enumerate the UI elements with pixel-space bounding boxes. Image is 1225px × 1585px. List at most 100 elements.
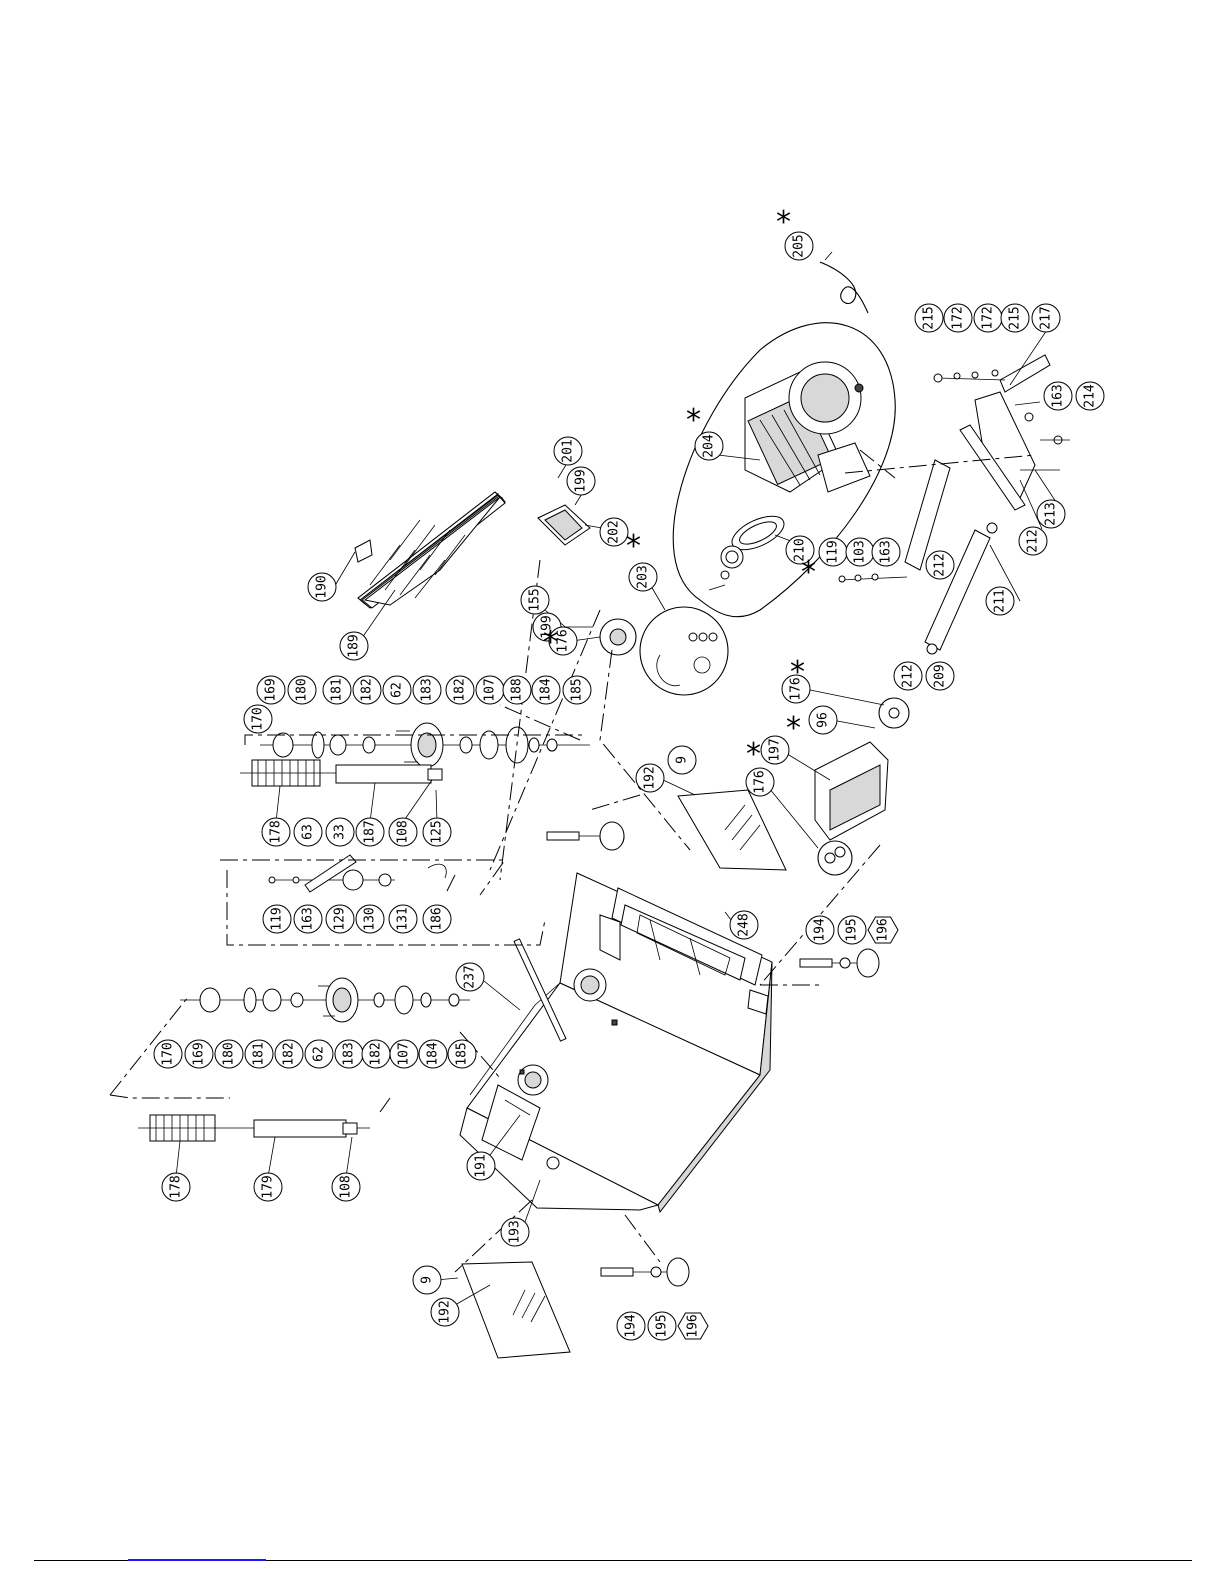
switch-parts	[537, 504, 729, 696]
callout-circle-shape	[500, 1217, 530, 1247]
power-cord	[819, 251, 869, 314]
bottom-cover-192	[461, 1261, 571, 1359]
callout-circle-shape	[466, 1151, 496, 1181]
callout-182: 182	[274, 1039, 304, 1069]
callout-label: 155	[528, 588, 543, 611]
callout-label: 201	[561, 439, 576, 462]
callout-213: 213	[1036, 499, 1066, 529]
callout-circle-shape	[355, 904, 385, 934]
callout-185: 185	[447, 1039, 477, 1069]
callout-label: 213	[1044, 502, 1059, 525]
callout-circle-shape	[694, 431, 724, 461]
callout-label: 237	[463, 965, 478, 988]
callout-circle-shape	[389, 1039, 419, 1069]
callout-label: 202	[607, 520, 622, 543]
callout-191: 191	[466, 1151, 496, 1181]
callout-circle-shape	[339, 631, 369, 661]
callout-196: 196	[867, 916, 899, 944]
callout-label: 194	[624, 1314, 639, 1338]
callout-label: 129	[333, 907, 348, 930]
upper-spindle-row	[260, 722, 590, 768]
callout-label: 189	[347, 634, 362, 657]
callout-label: 211	[993, 589, 1008, 612]
callout-180: 180	[287, 675, 317, 705]
callout-circle-shape	[553, 436, 583, 466]
callout-label: 107	[483, 678, 498, 701]
callout-circle-shape	[214, 1039, 244, 1069]
callout-circle-shape	[985, 586, 1015, 616]
callout-label: 185	[570, 678, 585, 701]
callout-201: 201	[553, 436, 583, 466]
callout-label: 182	[360, 678, 375, 701]
callout-circle-shape	[325, 817, 355, 847]
callout-circle-shape	[388, 817, 418, 847]
callout-label: 187	[363, 820, 378, 843]
callout-178: 178	[261, 817, 291, 847]
callout-label: 125	[430, 820, 445, 843]
callout-label: 172	[981, 306, 996, 329]
callout-label: 209	[933, 664, 948, 687]
callout-155: 155	[520, 585, 550, 615]
callout-label: 192	[438, 1300, 453, 1323]
callout-circle-shape	[261, 817, 291, 847]
asterisk-mark: *	[801, 555, 816, 590]
callout-hexagon-shape	[677, 1312, 709, 1340]
callout-209: 209	[925, 661, 955, 691]
callout-circle-shape	[422, 817, 452, 847]
callout-181: 181	[244, 1039, 274, 1069]
callout-circle-shape	[418, 1039, 448, 1069]
callout-circle-shape	[243, 704, 273, 734]
callout-label: 176	[753, 770, 768, 793]
lower-screw-shaft	[138, 1114, 370, 1142]
callout-circle-shape	[502, 675, 532, 705]
callout-circle-shape	[784, 231, 814, 261]
callout-circle-shape	[256, 675, 286, 705]
callout-circle-shape	[548, 626, 578, 656]
callout-circle-shape	[667, 745, 697, 775]
callout-119: 119	[262, 904, 292, 934]
callout-62: 62	[304, 1039, 334, 1069]
callout-circle-shape	[1031, 303, 1061, 333]
callout-label: 180	[222, 1042, 237, 1065]
callout-label: 185	[455, 1042, 470, 1065]
callout-189: 189	[339, 631, 369, 661]
callout-circle-shape	[325, 904, 355, 934]
callout-label: 183	[342, 1042, 357, 1065]
callout-circle-shape	[562, 675, 592, 705]
callout-182: 182	[352, 675, 382, 705]
callout-label: 199	[540, 615, 555, 638]
callout-circle-shape	[355, 817, 385, 847]
belt-cover-189	[354, 491, 506, 609]
callout-129: 129	[325, 904, 355, 934]
callout-label: 103	[853, 540, 868, 563]
callout-62: 62	[382, 675, 412, 705]
callout-circle-shape	[287, 675, 317, 705]
callout-circle-shape	[808, 705, 838, 735]
callout-circle-shape	[412, 675, 442, 705]
callout-label: 190	[315, 575, 330, 598]
callout-163: 163	[1043, 381, 1073, 411]
callout-label: 215	[922, 306, 937, 329]
callout-label: 196	[876, 918, 891, 941]
motor-assembly	[672, 322, 896, 618]
callout-label: 131	[396, 907, 411, 930]
callout-212: 212	[925, 550, 955, 580]
assembly-lines	[109, 449, 1036, 1273]
callout-9: 9	[667, 745, 697, 775]
callout-180: 180	[214, 1039, 244, 1069]
callout-circle-shape	[805, 915, 835, 945]
callout-label: 108	[339, 1175, 354, 1198]
callout-131: 131	[388, 904, 418, 934]
callout-215: 215	[1000, 303, 1030, 333]
footer-link-underline[interactable]	[128, 1559, 266, 1561]
callout-label: 192	[643, 766, 658, 789]
callout-circle-shape	[244, 1039, 274, 1069]
callout-125: 125	[422, 817, 452, 847]
callout-182: 182	[361, 1039, 391, 1069]
callout-circle-shape	[293, 817, 323, 847]
asterisk-mark: *	[786, 711, 801, 746]
callout-184: 184	[418, 1039, 448, 1069]
callout-label: 193	[508, 1220, 523, 1243]
callout-label: 176	[556, 629, 571, 652]
